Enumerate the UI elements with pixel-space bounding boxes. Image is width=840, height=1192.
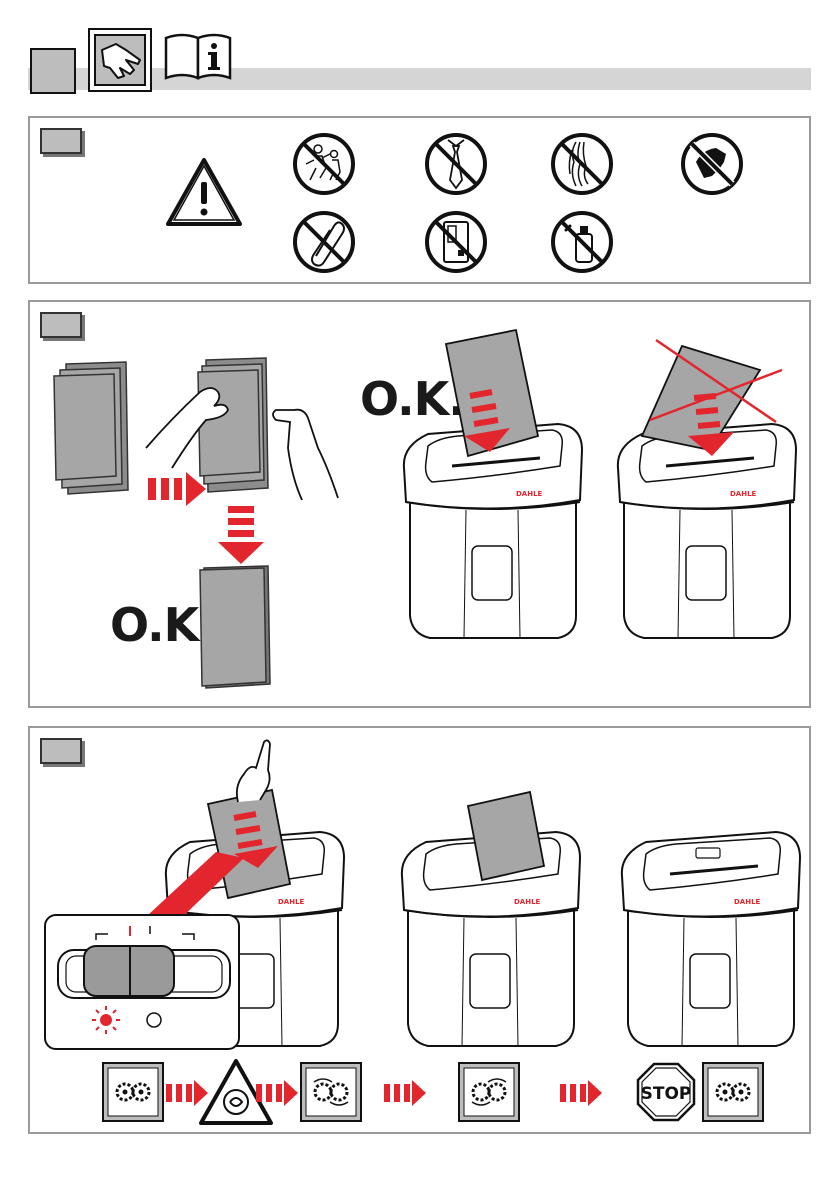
svg-text:DAHLE: DAHLE: [514, 898, 541, 906]
stop-sign-icon: STOP: [636, 1062, 696, 1122]
step-tab-2: [40, 312, 82, 338]
arrow-right-icon: [256, 1080, 298, 1106]
shredder-shredding: DAHLE: [396, 734, 586, 1054]
stop-text: STOP: [641, 1084, 692, 1104]
warning-triangle-icon: [164, 156, 244, 228]
brand-logo: DAHLE: [516, 490, 543, 498]
no-spray-icon: [550, 210, 614, 274]
safety-warnings-panel: [28, 116, 811, 284]
no-paperclip-icon: [292, 210, 356, 274]
no-credit-card-icon: [424, 210, 488, 274]
gears-stop-icon: [702, 1062, 764, 1122]
header-step-box: [30, 48, 76, 94]
power-switch-detail: [44, 914, 240, 1050]
no-long-hair-icon: [550, 132, 614, 196]
led-off-icon: [147, 1013, 161, 1027]
step-tab-1: [40, 128, 82, 154]
svg-text:DAHLE: DAHLE: [730, 490, 757, 498]
gears-reverse-icon: [300, 1062, 362, 1122]
svg-text:DAHLE: DAHLE: [278, 898, 305, 906]
arrow-right-icon: [148, 472, 208, 506]
no-tie-icon: [424, 132, 488, 196]
hand-icon-frame: [88, 28, 152, 92]
shredder-correct-feed: DAHLE: [398, 326, 588, 646]
no-touching-icon: [680, 132, 744, 196]
hand-icon: [94, 34, 146, 86]
shredder-incorrect-feed: DAHLE: [612, 326, 802, 646]
svg-text:DAHLE: DAHLE: [734, 898, 761, 906]
paper-preparation-panel: O.K. O.K. DAHLE DAHLE: [28, 300, 811, 708]
arrow-down-icon: [218, 506, 264, 564]
manual-info-icon: [164, 30, 234, 80]
shredder-finished: DAHLE: [616, 734, 806, 1054]
gears-icon: [102, 1062, 164, 1122]
no-children-icon: [292, 132, 356, 196]
gears-forward-icon: [458, 1062, 520, 1122]
shredding-sequence-panel: DAHLE DAHLE: [28, 726, 811, 1134]
aligned-paper-stack: [198, 564, 278, 690]
led-red-icon: [92, 1006, 120, 1034]
arrow-right-icon: [384, 1080, 426, 1106]
arrow-right-icon: [560, 1080, 602, 1106]
messy-paper-stack: [52, 358, 132, 498]
step-tab-3: [40, 738, 82, 764]
